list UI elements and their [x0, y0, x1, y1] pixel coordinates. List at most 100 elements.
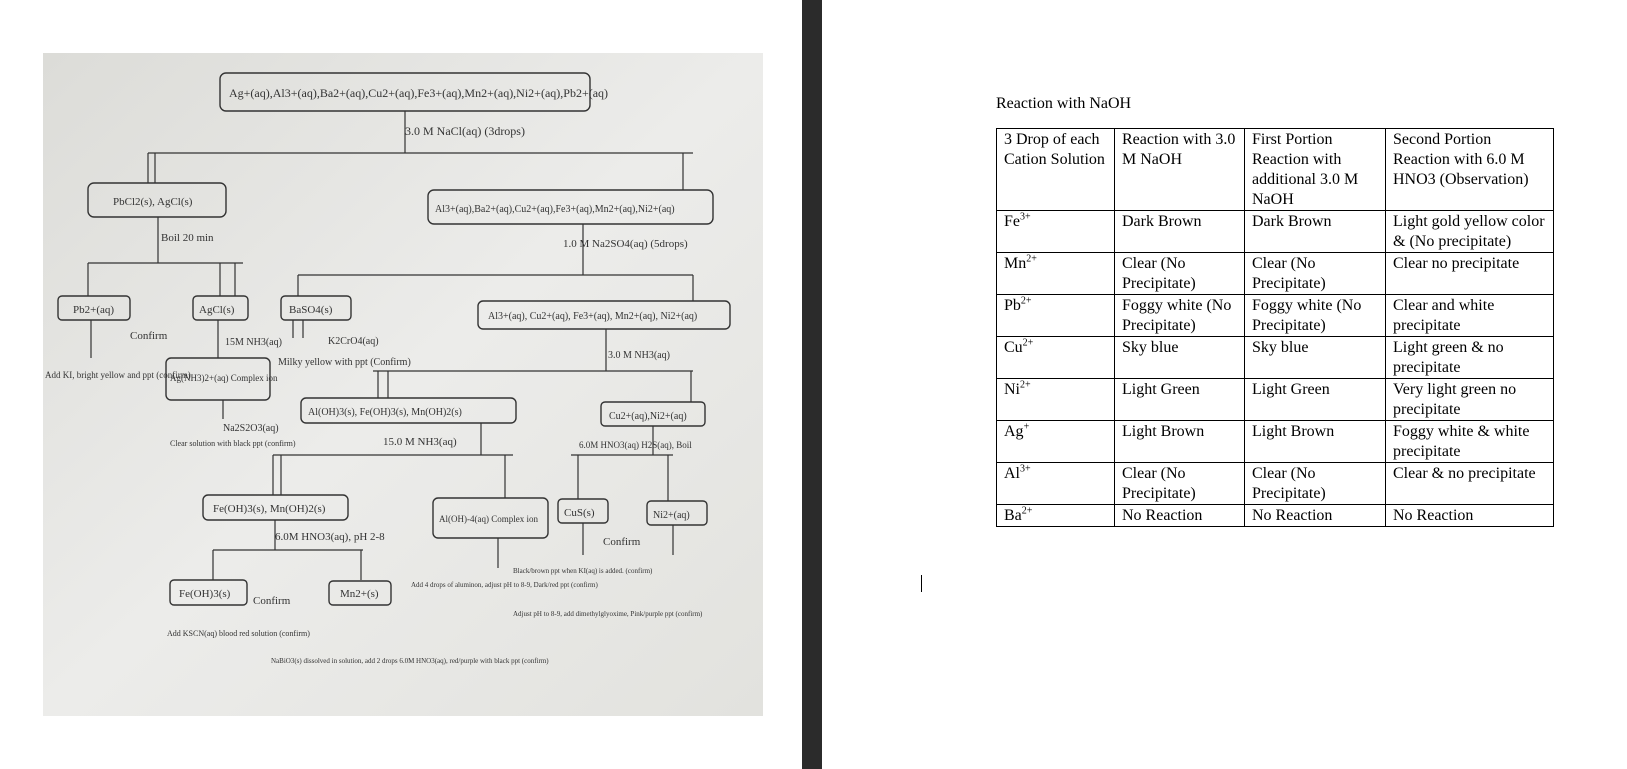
- cell-second-portion: Clear and white precipitate: [1385, 294, 1554, 337]
- ion-cell: Ag+: [996, 420, 1115, 463]
- cell-second-portion: Light green & no precipitate: [1385, 336, 1554, 379]
- ion-symbol: Ba: [1004, 507, 1022, 524]
- cell-first-portion: Clear (No Precipitate): [1244, 462, 1386, 505]
- ion-charge: 2+: [1022, 337, 1034, 349]
- cell-second-portion: Light gold yellow color & (No precipitat…: [1385, 210, 1554, 253]
- fc-hno3-h2s: 6.0M HNO3(aq) H2S(aq), Boil: [579, 440, 692, 450]
- fc-na2s2o3: Na2S2O3(aq): [223, 423, 279, 434]
- ion-cell: Fe3+: [996, 210, 1115, 253]
- fc-confirm: Confirm: [130, 330, 168, 342]
- header-cell: First Portion Reaction with additional 3…: [1244, 128, 1386, 211]
- fc-fe-mn: Fe(OH)3(s), Mn(OH)2(s): [213, 503, 326, 515]
- ion-cell: Al3+: [996, 462, 1115, 505]
- cell-second-portion: Clear no precipitate: [1385, 252, 1554, 295]
- fc-add-ki: Add KI, bright yellow and ppt (confirm): [45, 370, 191, 380]
- reaction-table-wrap: 3 Drop of each Cation Solution Reaction …: [996, 128, 1554, 527]
- flowchart-photo: Ag+(aq),Al3+(aq),Ba2+(aq),Cu2+(aq),Fe3+(…: [43, 53, 763, 716]
- fc-top: Ag+(aq),Al3+(aq),Ba2+(aq),Cu2+(aq),Fe3+(…: [229, 86, 608, 100]
- header-cell: Second Portion Reaction with 6.0 M HNO3 …: [1385, 128, 1554, 211]
- ion-symbol: Fe: [1004, 213, 1020, 230]
- ion-symbol: Al: [1004, 465, 1020, 482]
- fc-confirm2: Confirm: [603, 536, 641, 548]
- fc-nh3-3m: 3.0 M NH3(aq): [608, 350, 670, 361]
- fc-clear-black: Clear solution with black ppt (confirm): [170, 439, 296, 448]
- fc-step1: 3.0 M NaCl(aq) (3drops): [405, 124, 525, 138]
- cell-naoh: Sky blue: [1114, 336, 1245, 379]
- table-row: Ba2+ No Reaction No Reaction No Reaction: [996, 504, 1554, 527]
- fc-nh3-15m: 15M NH3(aq): [225, 337, 282, 348]
- ion-charge: 2+: [1020, 379, 1031, 391]
- cell-first-portion: No Reaction: [1244, 504, 1386, 527]
- cell-second-portion: No Reaction: [1385, 504, 1554, 527]
- fc-ppt1: PbCl2(s), AgCl(s): [113, 196, 193, 208]
- cell-first-portion: Light Green: [1244, 378, 1386, 421]
- fc-dmg: Adjust pH to 8-9, add dimethylglyoxime, …: [513, 610, 703, 618]
- reaction-table: 3 Drop of each Cation Solution Reaction …: [996, 128, 1554, 527]
- cell-first-portion: Foggy white (No Precipitate): [1244, 294, 1386, 337]
- fc-feoh3: Fe(OH)3(s): [179, 588, 231, 600]
- header-cell: Reaction with 3.0 M NaOH: [1114, 128, 1245, 211]
- ion-symbol: Ag: [1004, 423, 1024, 440]
- table-row: Fe3+ Dark Brown Dark Brown Light gold ye…: [996, 210, 1554, 253]
- cell-second-portion: Very light green no precipitate: [1385, 378, 1554, 421]
- ion-charge: +: [1023, 421, 1030, 433]
- cell-first-portion: Dark Brown: [1244, 210, 1386, 253]
- table-row: Ni2+ Light Green Light Green Very light …: [996, 378, 1554, 421]
- cell-naoh: Clear (No Precipitate): [1114, 462, 1245, 505]
- fc-hno3-ph: 6.0M HNO3(aq), pH 2-8: [275, 531, 385, 543]
- fc-cu-ni: Cu2+(aq),Ni2+(aq): [609, 411, 687, 422]
- table-row: Ag+ Light Brown Light Brown Foggy white …: [996, 420, 1554, 463]
- fc-aluminon: Add 4 drops of aluminon, adjust pH to 8-…: [411, 581, 598, 589]
- fc-sol1: Al3+(aq),Ba2+(aq),Cu2+(aq),Fe3+(aq),Mn2+…: [435, 204, 675, 215]
- cell-naoh: Dark Brown: [1114, 210, 1245, 253]
- fc-confirm3: Confirm: [253, 595, 291, 607]
- ion-charge: 2+: [1020, 295, 1032, 307]
- table-row: Mn2+ Clear (No Precipitate) Clear (No Pr…: [996, 252, 1554, 295]
- cell-second-portion: Clear & no precipitate: [1385, 462, 1554, 505]
- fc-hydroxides: Al(OH)3(s), Fe(OH)3(s), Mn(OH)2(s): [308, 407, 462, 418]
- fc-baso4: BaSO4(s): [289, 304, 333, 316]
- ion-charge: 3+: [1020, 463, 1031, 475]
- cell-naoh: No Reaction: [1114, 504, 1245, 527]
- table-row: Pb2+ Foggy white (No Precipitate) Foggy …: [996, 294, 1554, 337]
- cell-first-portion: Light Brown: [1244, 420, 1386, 463]
- ion-cell: Mn2+: [996, 252, 1115, 295]
- fc-pb: Pb2+(aq): [73, 304, 114, 316]
- fc-step2: 1.0 M Na2SO4(aq) (5drops): [563, 238, 688, 250]
- cell-naoh: Foggy white (No Precipitate): [1114, 294, 1245, 337]
- cell-first-portion: Clear (No Precipitate): [1244, 252, 1386, 295]
- cell-naoh: Clear (No Precipitate): [1114, 252, 1245, 295]
- table-row: Al3+ Clear (No Precipitate) Clear (No Pr…: [996, 462, 1554, 505]
- ion-symbol: Mn: [1004, 255, 1027, 272]
- table-header-row: 3 Drop of each Cation Solution Reaction …: [996, 128, 1554, 211]
- fc-ag-complex: Ag(NH3)2+(aq) Complex ion: [170, 373, 278, 383]
- document-title: Reaction with NaOH: [996, 95, 1132, 112]
- ion-charge: 2+: [1021, 505, 1033, 517]
- fc-kscn: Add KSCN(aq) blood red solution (confirm…: [167, 629, 310, 638]
- fc-al-complex: Al(OH)-4(aq) Complex ion: [439, 514, 538, 524]
- cell-first-portion: Sky blue: [1244, 336, 1386, 379]
- ion-symbol: Pb: [1004, 297, 1021, 314]
- table-row: Cu2+ Sky blue Sky blue Light green & no …: [996, 336, 1554, 379]
- text-cursor[interactable]: [921, 575, 922, 592]
- cell-second-portion: Foggy white & white precipitate: [1385, 420, 1554, 463]
- fc-nh3-15: 15.0 M NH3(aq): [383, 436, 457, 448]
- ion-symbol: Cu: [1004, 339, 1023, 356]
- cell-naoh: Light Brown: [1114, 420, 1245, 463]
- fc-sol2: Al3+(aq), Cu2+(aq), Fe3+(aq), Mn2+(aq), …: [488, 311, 697, 322]
- fc-cus: CuS(s): [564, 507, 595, 519]
- window-divider[interactable]: [802, 0, 822, 769]
- ion-cell: Pb2+: [996, 294, 1115, 337]
- fc-nabio3: NaBiO3(s) dissolved in solution, add 2 d…: [271, 657, 549, 665]
- ion-charge: 3+: [1020, 211, 1031, 223]
- header-cell: 3 Drop of each Cation Solution: [996, 128, 1115, 211]
- ion-cell: Ba2+: [996, 504, 1115, 527]
- fc-ni: Ni2+(aq): [653, 510, 690, 521]
- flowchart-diagram: Ag+(aq),Al3+(aq),Ba2+(aq),Cu2+(aq),Fe3+(…: [43, 53, 763, 716]
- fc-agcl: AgCl(s): [199, 304, 235, 316]
- cell-naoh: Light Green: [1114, 378, 1245, 421]
- ion-charge: 2+: [1026, 253, 1037, 265]
- fc-milky: Milky yellow with ppt (Confirm): [278, 357, 411, 368]
- ion-symbol: Ni: [1004, 381, 1020, 398]
- ion-cell: Ni2+: [996, 378, 1115, 421]
